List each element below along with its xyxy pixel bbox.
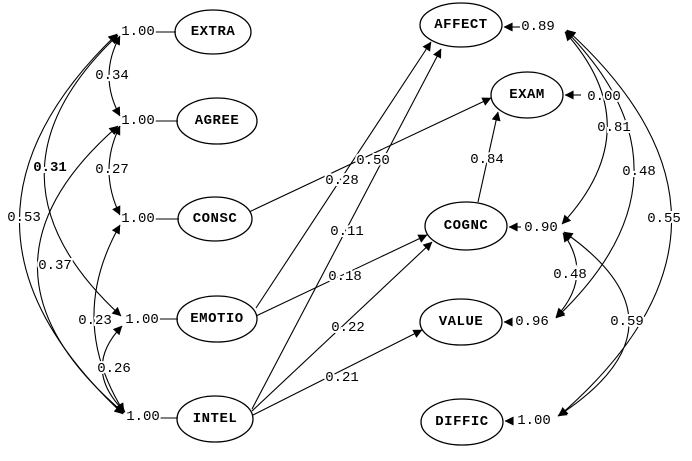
path-intel-cognc [251,241,433,412]
coef-consc-exam: 0.28 [325,173,359,189]
path-consc-exam [248,97,492,213]
latent-affect-label: AFFECT [434,17,487,33]
corr-affect-diffic-arc [558,29,673,417]
latent-exam-label: EXAM [509,87,545,103]
error-variance-exam: 0.00 [587,89,621,105]
corr-affect-cognc: 0.81 [597,120,631,136]
error-variance-diffic: 1.00 [517,413,551,429]
corr-emotio-intel-arc [101,325,126,413]
coef-intel-cognc: 0.22 [331,320,365,336]
coef-intel-affect: 0.11 [330,224,364,240]
corr-affect-cognc-arc [561,31,608,225]
variance-consc: 1.00 [121,211,155,227]
corr-extra-agree: 0.34 [95,68,129,84]
corr-cognc-diffic-arc [557,231,630,417]
latent-emotio-label: EMOTIO [190,311,243,327]
corr-affect-diffic: 0.55 [647,211,681,227]
corr-agree-intel-arc [36,125,125,414]
latent-value-ellipse [419,298,503,346]
latent-agree-label: AGREE [195,113,240,129]
variance-agree: 1.00 [121,113,155,129]
path-emotio-cognc [255,234,428,317]
latent-cognc-label: COGNC [444,218,489,234]
corr-affect-value-arc [555,30,635,319]
path-intel-value [252,329,423,416]
latent-diffic-ellipse [420,398,504,446]
latent-diffic-label: DIFFIC [435,414,489,430]
corr-extra-emotio: 0.31 [33,160,67,176]
corr-agree-consc: 0.27 [95,162,129,178]
variance-emotio: 1.00 [125,312,159,328]
coef-emotio-cognc: 0.18 [328,269,362,285]
coef-intel-value: 0.21 [325,370,359,386]
path-cognc-exam [477,111,501,203]
coef-emotio-affect: 0.50 [356,153,390,169]
latent-value-label: VALUE [439,314,484,330]
corr-affect-value: 0.48 [622,164,656,180]
corr-extra-intel: 0.53 [7,210,41,226]
path-intel-affect [251,48,442,410]
latent-extra-label: EXTRA [191,24,236,40]
latent-exam-ellipse [490,71,564,119]
corr-consc-intel-arc [93,224,125,413]
latent-affect-ellipse [419,2,503,48]
error-variance-cognc: 0.90 [524,220,558,236]
variance-intel: 1.00 [126,409,160,425]
corr-cognc-diffic: 0.59 [610,314,644,330]
corr-cognc-value: 0.48 [553,267,587,283]
error-variance-value: 0.96 [515,314,549,330]
coef-cognc-exam: 0.84 [470,152,504,168]
corr-emotio-intel: 0.26 [97,361,131,377]
corr-agree-intel: 0.37 [38,258,72,274]
variance-extra: 1.00 [121,24,155,40]
path-emotio-affect [255,41,432,309]
corr-consc-intel: 0.23 [78,313,112,329]
latent-intel-label: INTEL [193,411,238,427]
error-variance-affect: 0.89 [521,19,555,35]
corr-extra-emotio-arc [43,34,122,317]
latent-intel-ellipse [176,395,254,443]
latent-cognc-ellipse [424,201,508,251]
latent-consc-label: CONSC [193,211,238,227]
